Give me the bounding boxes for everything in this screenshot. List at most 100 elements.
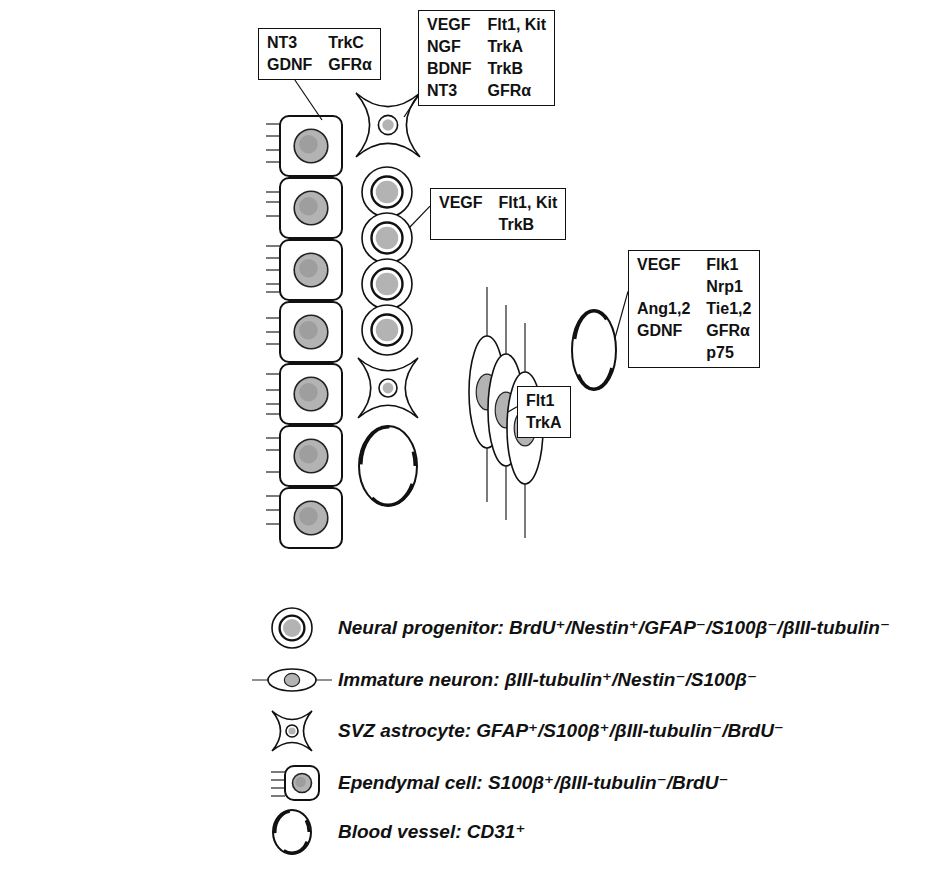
cilium (266, 317, 280, 318)
astrocyte-nucleus (286, 725, 298, 737)
nucleus (294, 377, 328, 411)
cilium (266, 437, 280, 438)
cilium (266, 135, 280, 136)
legend-text: SVZ astrocyte: GFAP⁺/S100β⁺/βIII-tubulin… (338, 719, 784, 743)
neuron-nucleus (284, 673, 299, 686)
cilium (271, 779, 285, 780)
nucleus (294, 129, 328, 163)
nucleus-texture (299, 197, 317, 215)
vessel-wall (275, 811, 309, 853)
astrocyte-nucleus (378, 115, 397, 134)
cilium (266, 161, 280, 162)
receptor-box: VEGFFlk1Nrp1Ang1,2Tie1,2GDNFGFRαp75 (628, 250, 760, 368)
cilium (271, 795, 285, 796)
receptor-box: Flt1TrkA (517, 386, 571, 438)
astrocyte (358, 358, 418, 418)
factor-label: Ang1,2 (637, 298, 690, 320)
neural-progenitor (362, 305, 412, 355)
ependymal-cell (280, 302, 342, 362)
factor-label: TrkA (487, 36, 546, 58)
cilium (266, 283, 280, 284)
factor-label: VEGF (637, 254, 690, 276)
ependymal-cell (280, 364, 342, 424)
nucleus (294, 253, 328, 287)
blood-vessel (273, 810, 311, 854)
factor-label: NT3 (267, 32, 312, 54)
legend-text: Blood vessel: CD31⁺ (338, 820, 525, 844)
legend-text: Ependymal cell: S100β⁺/βIII-tubulin⁻/Brd… (338, 771, 728, 795)
leader-line (295, 80, 322, 120)
factor-label: VEGF (427, 14, 471, 36)
receptor-box: NT3TrkCGDNFGFRα (258, 28, 381, 80)
cilium (266, 509, 280, 510)
nucleus-texture (299, 445, 317, 463)
factor-label: Flk1 (706, 254, 751, 276)
leader-line (615, 291, 628, 338)
immature-neuron (268, 669, 316, 691)
receptor-box: VEGFFlt1, KitTrkB (430, 188, 566, 240)
ependymal-cell (280, 426, 342, 486)
cilium (266, 373, 280, 374)
nucleus (294, 439, 328, 473)
neural-progenitor (362, 167, 412, 217)
astrocyte-nucleus-fill (383, 383, 394, 394)
progenitor-nucleus (372, 177, 403, 208)
vessel-wall (361, 427, 415, 505)
neural-progenitor (362, 213, 412, 263)
astrocyte-nucleus (379, 379, 397, 397)
ependymal-cell (280, 488, 342, 548)
cilium (266, 123, 280, 124)
nucleus-texture (299, 321, 317, 339)
cilium (266, 523, 280, 524)
legend-text: Immature neuron: βIII-tubulin⁺/Nestin⁻/S… (338, 668, 757, 692)
leader-line (508, 407, 517, 412)
cilium (266, 403, 280, 404)
leader-line (404, 96, 418, 117)
neural-progenitor (362, 259, 412, 309)
factor-label: GFRα (328, 54, 372, 76)
blood-vessel (359, 426, 417, 506)
ependymal-cell (280, 240, 342, 300)
cilium (266, 257, 280, 258)
nucleus-texture (295, 777, 305, 787)
factor-label: VEGF (439, 192, 483, 214)
factor-label: TrkC (328, 32, 372, 54)
ependymal-cell (280, 116, 342, 176)
progenitor-nucleus-fill (283, 619, 301, 637)
cilium (266, 245, 280, 246)
factor-label: Flt1, Kit (487, 14, 546, 36)
neural-progenitor (272, 608, 312, 648)
cilium (266, 331, 280, 332)
leader-line (409, 206, 430, 228)
nucleus (292, 773, 311, 792)
nucleus-texture (299, 259, 317, 277)
factor-label: NGF (427, 36, 471, 58)
factor-label: GFRα (487, 80, 546, 102)
cilium (271, 771, 285, 772)
ependymal-cell (285, 766, 319, 800)
receptor-box: VEGFFlt1, KitNGFTrkABDNFTrkBNT3GFRα (418, 10, 555, 106)
cilium (266, 449, 280, 450)
cilium (266, 291, 280, 292)
nucleus-texture (299, 135, 317, 153)
cilium (266, 389, 280, 390)
astrocyte (356, 93, 420, 157)
progenitor-nucleus-fill (376, 181, 399, 204)
progenitor-nucleus (372, 315, 403, 346)
progenitor-nucleus-fill (376, 273, 399, 296)
factor-label: NT3 (427, 80, 471, 102)
cilium (271, 787, 285, 788)
factor-label: TrkB (487, 58, 546, 80)
progenitor-nucleus-fill (376, 227, 399, 250)
cilium (266, 269, 280, 270)
cilium (266, 215, 280, 216)
progenitor-nucleus (372, 223, 403, 254)
factor-label: TrkA (526, 412, 562, 434)
cilium (266, 471, 280, 472)
astrocyte (272, 711, 312, 751)
nucleus (294, 315, 328, 349)
cilium (266, 149, 280, 150)
